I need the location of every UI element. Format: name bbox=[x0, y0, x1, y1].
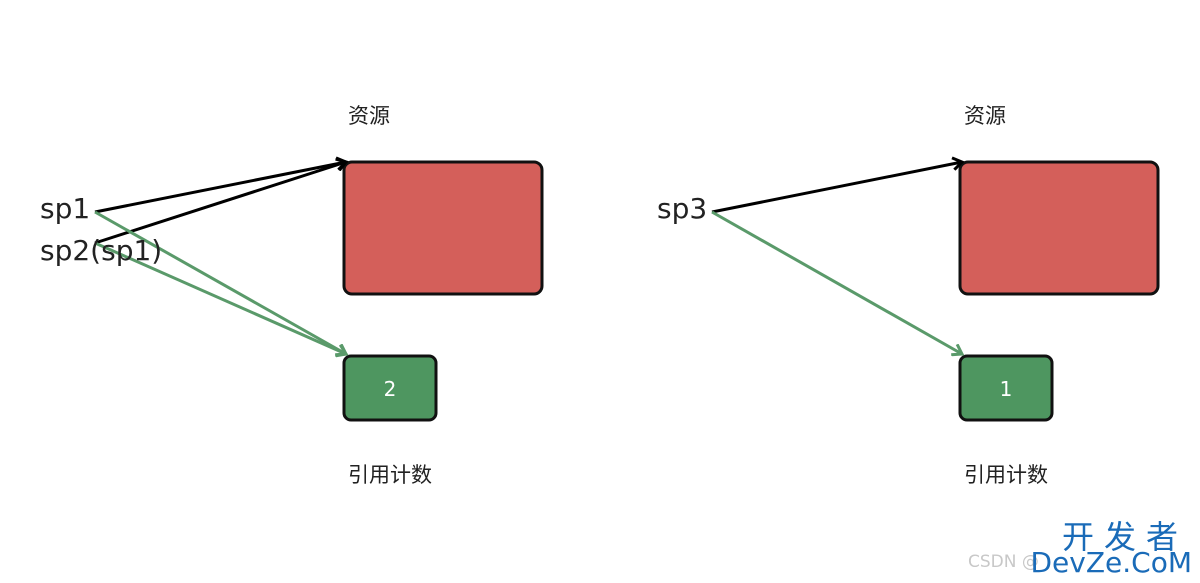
right-resource-box bbox=[958, 160, 1160, 296]
pointer-sp3: sp3 bbox=[657, 192, 708, 225]
right-resource-label: 资源 bbox=[964, 104, 1006, 128]
csdn-watermark: CSDN @ bbox=[968, 552, 1039, 572]
left-refcount-value: 2 bbox=[384, 377, 397, 401]
brand-watermark-en: DevZe.CoM bbox=[1030, 546, 1192, 579]
sp2-to-resource-arrow bbox=[94, 162, 346, 245]
left-refcount-box bbox=[342, 354, 438, 422]
sp2-to-refcount-arrow bbox=[94, 241, 346, 354]
sp1-to-resource-arrow bbox=[94, 162, 346, 214]
sp1-to-refcount-arrow bbox=[94, 210, 346, 354]
pointer-sp2: sp2(sp1) bbox=[40, 234, 163, 267]
left-resource-label: 资源 bbox=[348, 104, 390, 128]
brand-watermark-cn: 开发者 bbox=[1061, 518, 1188, 556]
right-refcount-label: 引用计数 bbox=[964, 463, 1048, 487]
left-resource-box bbox=[342, 160, 544, 296]
left-refcount-label: 引用计数 bbox=[348, 463, 432, 487]
pointer-sp1: sp1 bbox=[40, 192, 91, 225]
sp3-to-refcount-arrow bbox=[711, 210, 962, 354]
right-refcount-value: 1 bbox=[1000, 377, 1013, 401]
right-refcount-box bbox=[958, 354, 1054, 422]
sp3-to-resource-arrow bbox=[711, 162, 962, 214]
